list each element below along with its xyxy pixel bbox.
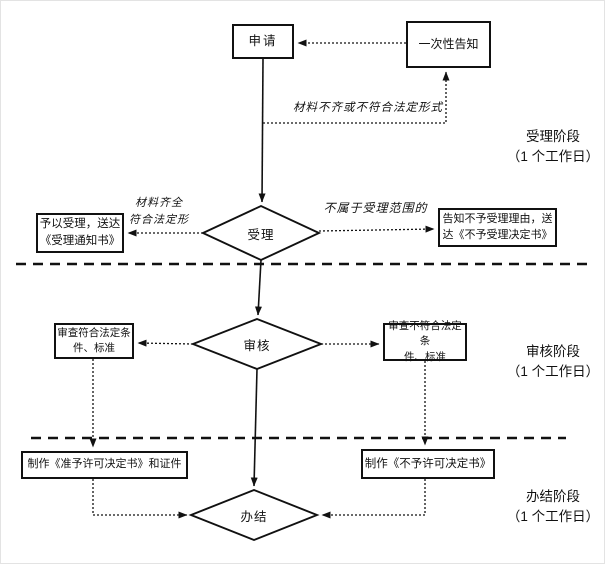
arrow-review-to-finish — [250, 368, 258, 487]
arrow-review-to-pass — [137, 339, 194, 347]
note-materials-incomplete: 材料不齐或不符合法定形式 — [293, 102, 443, 114]
node-make-license: 制作《准予许可决定书》和证件 — [21, 451, 188, 479]
node-review-fail: 审查不符合法定条 件、标准 — [383, 320, 467, 363]
arrow-accept-to-acceptno — [318, 225, 435, 233]
node-onetime-notice: 一次性告知 — [406, 21, 491, 68]
note-materials-complete: 材料齐全 符合法定形 — [129, 197, 189, 226]
arrow-incomplete-to-onetime — [263, 71, 450, 124]
node-review-pass: 审查符合法定条 件、标准 — [54, 323, 134, 359]
arrow-accept-to-review — [254, 259, 262, 316]
note-out-of-scope: 不属于受理范围的 — [323, 201, 428, 215]
arrow-apply-to-accept — [258, 58, 266, 203]
arrow-license-to-finish — [92, 479, 188, 519]
stage-label-finish: 办结阶段 （1 个工作日） — [506, 489, 600, 525]
decision-review-shape — [190, 317, 324, 371]
arrow-denial-to-finish — [321, 479, 426, 519]
decision-finish-label: 办结 — [240, 509, 268, 524]
stage-label-review: 审核阶段 （1 个工作日） — [506, 344, 600, 380]
node-make-denial: 制作《不予许可决定书》 — [361, 449, 495, 479]
node-accept-yes: 予以受理，送达 《受理通知书》 — [36, 213, 124, 253]
decision-accept-label: 受理 — [247, 227, 275, 242]
node-accept-no: 告知不予受理理由，送 达《不予受理决定书》 — [438, 208, 557, 247]
decision-accept-shape — [200, 204, 322, 262]
decision-finish-shape — [188, 488, 320, 542]
node-apply: 申请 — [232, 24, 294, 59]
decision-review-label: 审核 — [243, 338, 271, 353]
stage-label-accept: 受理阶段 （1 个工作日） — [506, 129, 600, 165]
